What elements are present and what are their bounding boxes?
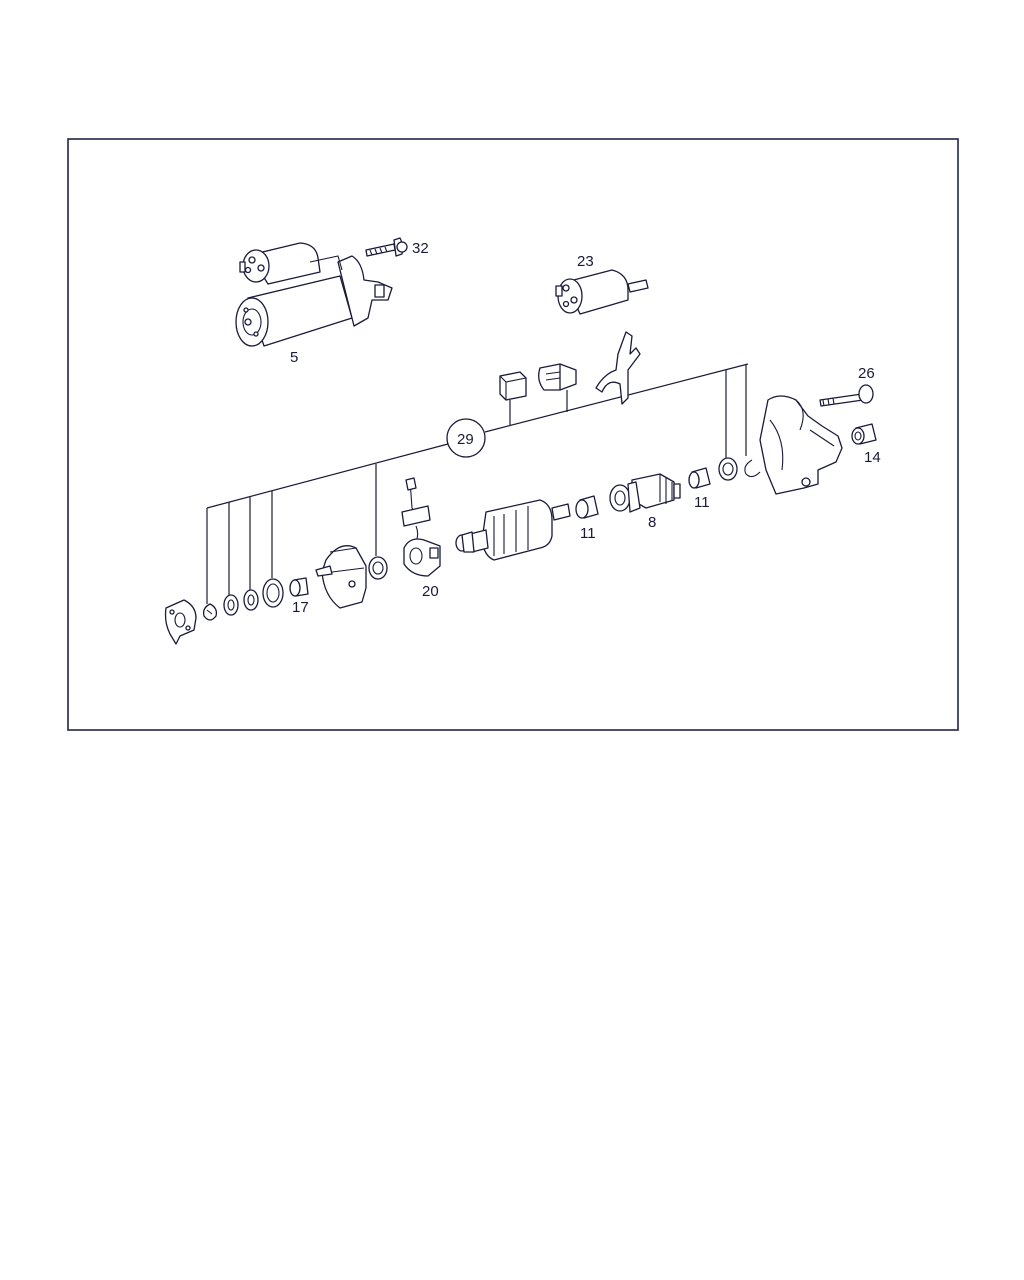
part-brush-holder[interactable] [538, 363, 577, 391]
part-washer-left-1[interactable] [243, 589, 259, 611]
part-bushing-11-right[interactable] [688, 467, 711, 489]
callout-32: 32 [412, 240, 429, 257]
callout-11-left: 11 [580, 525, 596, 542]
leader-lines [206, 363, 749, 604]
part-armature[interactable] [455, 499, 571, 561]
callout-26: 26 [858, 365, 875, 382]
part-washer-right[interactable] [718, 457, 738, 481]
part-shift-fork[interactable] [595, 331, 641, 405]
part-starter-motor[interactable] [235, 242, 393, 347]
callout-8: 8 [648, 514, 656, 531]
callout-29-circle [446, 418, 486, 458]
diagram-frame [67, 138, 959, 731]
part-brush-plate[interactable] [401, 477, 441, 577]
callout-17: 17 [292, 599, 309, 616]
callout-29: 29 [457, 431, 474, 448]
part-bushing[interactable] [851, 423, 877, 445]
part-washer-left-2[interactable] [223, 594, 239, 616]
part-drive-end-housing[interactable] [759, 395, 843, 495]
part-circlip[interactable] [202, 603, 218, 621]
part-retaining-clip[interactable] [744, 459, 761, 478]
callout-20: 20 [422, 583, 439, 600]
part-carbon-brush[interactable] [499, 371, 527, 401]
part-screw[interactable] [365, 237, 408, 257]
callout-23: 23 [577, 253, 594, 270]
part-pinion-drive[interactable] [609, 473, 681, 513]
callout-5: 5 [290, 349, 298, 366]
part-end-cover[interactable] [315, 545, 367, 609]
part-end-cap[interactable] [164, 599, 197, 645]
part-seal-ring[interactable] [262, 578, 284, 608]
part-through-bolt[interactable] [819, 384, 874, 407]
part-bushing-17[interactable] [289, 577, 309, 597]
callout-14: 14 [864, 449, 881, 466]
part-bushing-11-left[interactable] [575, 495, 599, 519]
part-solenoid-switch[interactable] [555, 269, 649, 315]
callout-11-right: 11 [694, 494, 710, 511]
part-washer-center[interactable] [368, 556, 388, 580]
